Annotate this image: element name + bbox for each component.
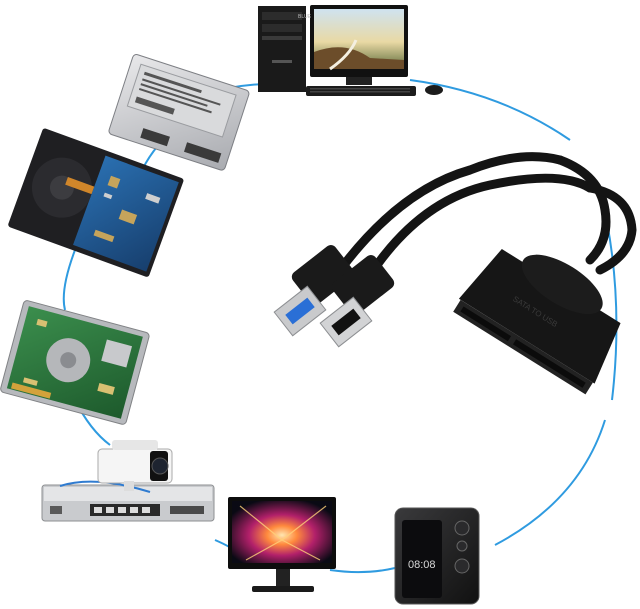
adapter-cables xyxy=(335,152,637,280)
ssd-icon xyxy=(108,54,250,171)
monitor-brand-text: BLUE xyxy=(298,14,312,20)
sata-connector: SATA TO USB xyxy=(453,248,621,395)
phone-icon: 08:08 xyxy=(394,507,480,605)
tv-icon xyxy=(228,497,336,592)
phone-time-text: 08:08 xyxy=(408,559,436,571)
usb-plug-blue xyxy=(273,245,355,337)
hdd-icon xyxy=(8,128,184,277)
desktop-pc-icon: BLUE xyxy=(258,5,443,96)
nvr-camera-icon xyxy=(41,440,215,522)
usb-plug-black xyxy=(319,255,395,348)
laptop-hdd-icon xyxy=(0,300,150,425)
